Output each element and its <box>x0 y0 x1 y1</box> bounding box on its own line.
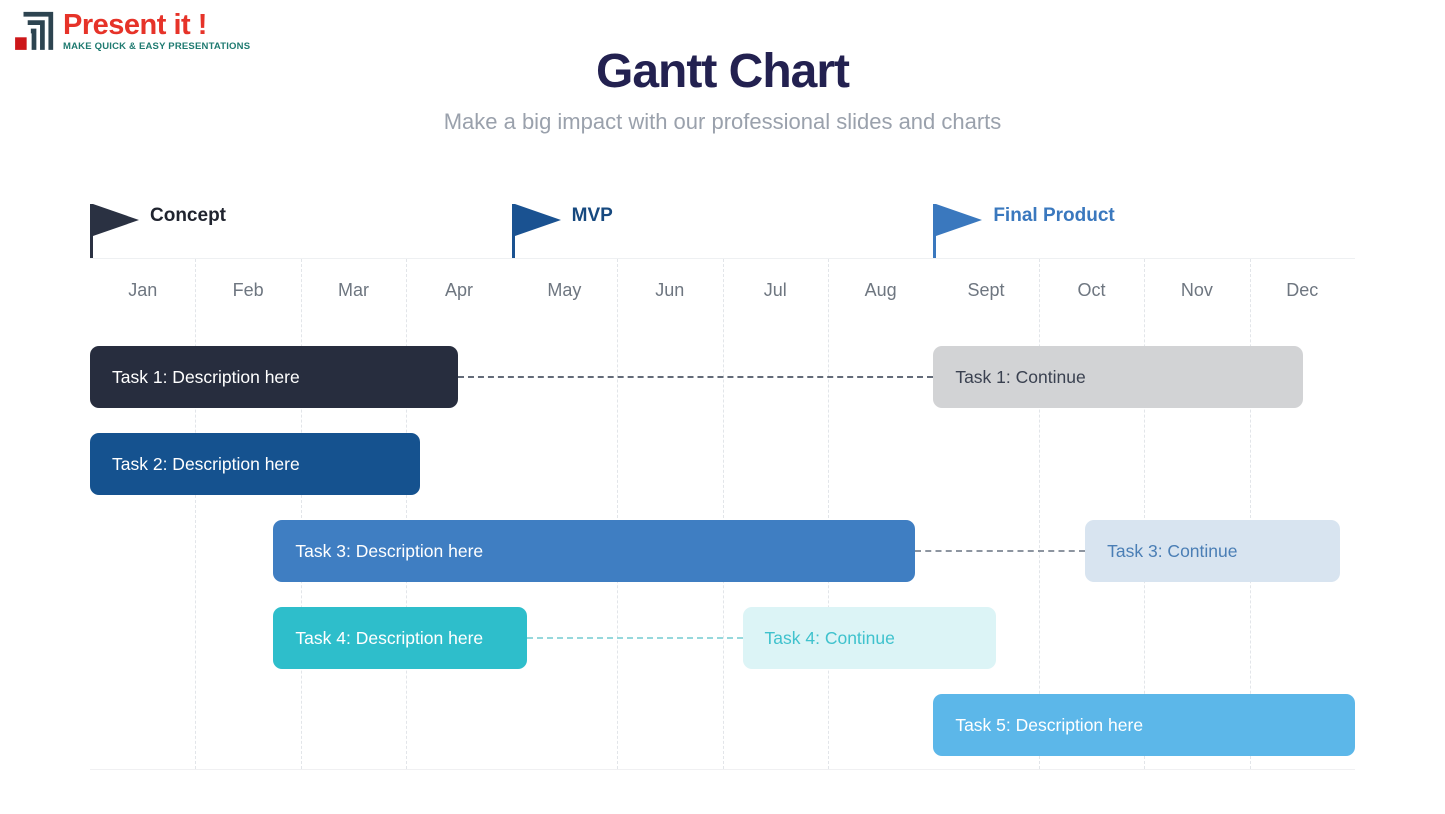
gantt-bar-task-4-description-here: Task 4: Description here <box>273 607 528 669</box>
flag-pole <box>90 204 93 258</box>
month-grid-line <box>1144 259 1146 769</box>
logo-title: Present it ! <box>63 9 207 41</box>
flag-icon <box>936 204 983 236</box>
month-label-oct: Oct <box>1077 280 1106 300</box>
flag-pole <box>933 204 937 258</box>
header: Gantt Chart Make a big impact with our p… <box>0 44 1445 135</box>
logo: Present it ! MAKE QUICK & EASY PRESENTAT… <box>13 10 250 52</box>
gantt-bar-task-1-continue: Task 1: Continue <box>933 346 1304 408</box>
month-label-jun: Jun <box>655 280 685 300</box>
flag-pole <box>511 204 515 258</box>
month-grid-line <box>722 259 724 769</box>
month-label-jan: Jan <box>128 280 158 300</box>
gantt-grid: Jan Feb Mar Apr May Jun Jul Aug Sept Oct Nov Dec Ta… <box>90 258 1355 770</box>
logo-tagline: MAKE QUICK & EASY PRESENTATIONS <box>63 41 251 52</box>
month-grid-line <box>617 259 619 769</box>
gantt-bar-task-1-description-here: Task 1: Description here <box>90 346 458 408</box>
month-label-mar: Mar <box>338 280 370 300</box>
page-title: Gantt Chart <box>596 45 850 98</box>
month-grid-line <box>195 259 197 769</box>
month-grid-line <box>827 259 829 769</box>
month-label-aug: Aug <box>864 280 897 300</box>
task-connector-row-3 <box>915 550 1086 552</box>
month-label-dec: Dec <box>1286 280 1319 300</box>
logo-red-square <box>15 37 27 50</box>
task-connector-row-4 <box>527 637 743 639</box>
month-label-apr: Apr <box>444 280 473 300</box>
flag-icon <box>93 204 139 236</box>
gantt-bar-task-2-description-here: Task 2: Description here <box>90 433 420 495</box>
month-grid-line <box>1038 259 1040 769</box>
month-label-jul: Jul <box>763 280 787 300</box>
month-grid-line <box>1249 259 1251 769</box>
milestone-label: MVP <box>571 205 613 226</box>
gantt-bar-task-3-description-here: Task 3: Description here <box>273 520 916 582</box>
gantt-bar-task-4-continue: Task 4: Continue <box>742 607 996 669</box>
milestone-label: Concept <box>150 205 226 226</box>
month-label-may: May <box>547 280 582 300</box>
month-grid-line <box>406 259 408 769</box>
month-label-sept: Sept <box>967 280 1005 300</box>
logo-icon <box>15 11 54 50</box>
flag-icon <box>514 204 561 236</box>
gantt-bar-task-5-description-here: Task 5: Description here <box>933 694 1355 756</box>
logo-text: Present it ! MAKE QUICK & EASY PRESENTAT… <box>63 10 250 52</box>
page-subtitle: Make a big impact with our professional … <box>443 109 1002 134</box>
gantt-bar-task-3-continue: Task 3: Continue <box>1085 520 1341 582</box>
milestone-label: Final Product <box>993 205 1115 226</box>
month-label-feb: Feb <box>232 280 264 300</box>
month-label-nov: Nov <box>1180 280 1213 300</box>
month-grid-line <box>300 259 302 769</box>
task-connector-row-1 <box>457 376 934 378</box>
